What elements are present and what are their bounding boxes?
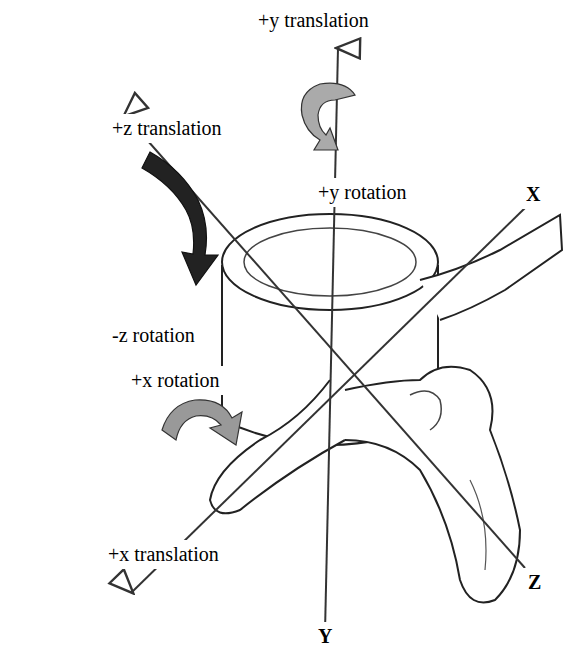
motion-label: +y translation	[252, 6, 375, 35]
motion-label: +x translation	[102, 540, 225, 569]
axis-name: Y	[312, 622, 338, 651]
axis-name: X	[520, 180, 546, 209]
motion-label: +y rotation	[312, 178, 413, 207]
motion-label: -z rotation	[106, 321, 201, 350]
axis-name: Z	[522, 568, 547, 597]
motion-label: +z translation	[106, 114, 228, 143]
motion-label: +x rotation	[125, 366, 226, 395]
